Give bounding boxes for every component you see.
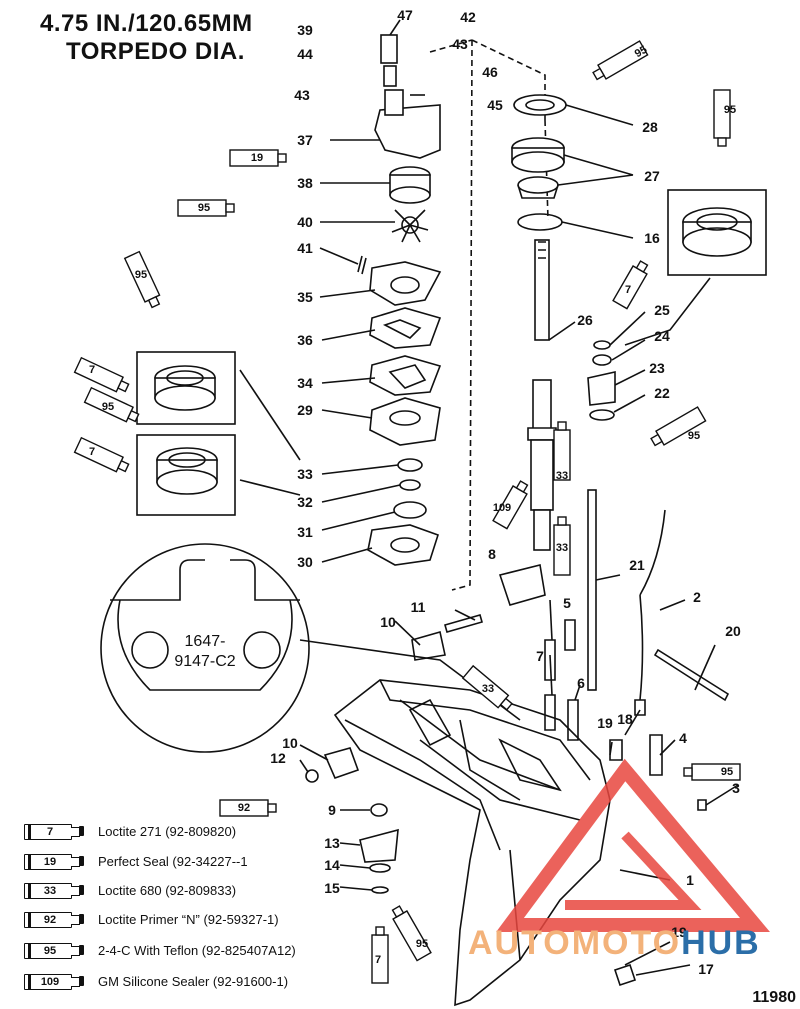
legend-text: Loctite 680 (92-809833) <box>98 882 237 898</box>
tube-label: 33 <box>555 470 569 482</box>
callout-9: 9 <box>328 802 336 818</box>
tube-label: 7 <box>88 364 96 376</box>
callout-7: 7 <box>536 648 544 664</box>
callout-40: 40 <box>297 214 313 230</box>
tube-label: 95 <box>197 202 211 214</box>
callout-13: 13 <box>324 835 340 851</box>
tube-label: 95 <box>687 430 701 442</box>
callout-10-lower: 10 <box>282 735 298 751</box>
callout-8: 8 <box>488 546 496 562</box>
sealant-tube-icon: 7 <box>24 822 86 840</box>
callout-44: 44 <box>297 46 313 62</box>
callout-46: 46 <box>482 64 498 80</box>
callout-25: 25 <box>654 302 670 318</box>
callout-21: 21 <box>629 557 645 573</box>
sealant-tube-icon: 95 <box>24 941 86 959</box>
callout-12: 12 <box>270 750 286 766</box>
tube-label: 7 <box>88 446 96 458</box>
callout-43-left: 43 <box>294 87 310 103</box>
callout-5: 5 <box>563 595 571 611</box>
inset-line-2: 9147-C2 <box>174 653 236 670</box>
tube-label: 109 <box>492 502 512 514</box>
legend-text: 2-4-C With Teflon (92-825407A12) <box>98 942 296 958</box>
inset-part-number: 1647- 9147-C2 <box>155 632 255 672</box>
watermark-part-1: AUTOMOTO <box>468 924 682 962</box>
tube-label: 95 <box>134 269 148 281</box>
callout-19-upper: 19 <box>597 715 613 731</box>
callout-22: 22 <box>654 385 670 401</box>
callout-17: 17 <box>698 961 714 977</box>
callout-24: 24 <box>654 328 670 344</box>
callout-3: 3 <box>732 780 740 796</box>
callout-10-top: 10 <box>380 614 396 630</box>
callout-35: 35 <box>297 289 313 305</box>
callout-1: 1 <box>686 872 694 888</box>
tube-label: 19 <box>250 152 264 164</box>
callout-43-top: 43 <box>452 36 468 52</box>
callout-38: 38 <box>297 175 313 191</box>
callout-34: 34 <box>297 375 313 391</box>
tube-label: 33 <box>555 542 569 554</box>
tube-label: 7 <box>374 954 382 966</box>
callout-11: 11 <box>410 599 426 615</box>
sealant-tube-icon: 109 <box>24 972 86 990</box>
callout-19-lower: 19 <box>671 924 687 940</box>
callout-15: 15 <box>324 880 340 896</box>
header-line-2: TORPEDO DIA. <box>66 38 245 65</box>
watermark-logo: AUTOMOTOHUB <box>468 924 761 963</box>
callout-27: 27 <box>644 168 660 184</box>
callout-2: 2 <box>693 589 701 605</box>
callout-39: 39 <box>297 22 313 38</box>
sealant-tube-icon: 33 <box>24 881 86 899</box>
sealant-tube-icon: 19 <box>24 852 86 870</box>
tube-label: 7 <box>624 284 632 296</box>
callout-28: 28 <box>642 119 658 135</box>
watermark-part-2: HUB <box>681 924 761 962</box>
tube-label: 92 <box>237 802 251 814</box>
callout-37: 37 <box>297 132 313 148</box>
legend-row: 92 Loctite Primer “N” (92-59327-1) <box>24 908 279 930</box>
legend-row: 109 GM Silicone Sealer (92-91600-1) <box>24 970 288 992</box>
header-line-1: 4.75 IN./120.65MM <box>40 10 253 37</box>
legend-text: Loctite 271 (92-809820) <box>98 823 237 839</box>
callout-32: 32 <box>297 494 313 510</box>
callout-16: 16 <box>644 230 660 246</box>
tube-label: 33 <box>481 683 495 695</box>
tube-label: 95 <box>723 104 737 116</box>
callout-33: 33 <box>297 466 313 482</box>
legend-row: 19 Perfect Seal (92-34227--1 <box>24 850 248 872</box>
callout-18: 18 <box>617 711 633 727</box>
legend-row: 95 2-4-C With Teflon (92-825407A12) <box>24 939 296 961</box>
callout-41: 41 <box>297 240 313 256</box>
legend-row: 33 Loctite 680 (92-809833) <box>24 879 236 901</box>
legend-text: GM Silicone Sealer (92-91600-1) <box>98 973 289 989</box>
tube-label: 95 <box>415 938 429 950</box>
callout-29: 29 <box>297 402 313 418</box>
callout-6: 6 <box>577 675 585 691</box>
inset-line-1: 1647- <box>184 633 226 650</box>
tube-label: 95 <box>101 401 115 413</box>
legend-text: Loctite Primer “N” (92-59327-1) <box>98 911 279 927</box>
callout-42: 42 <box>460 9 476 25</box>
callout-47: 47 <box>397 7 413 23</box>
sealant-tube-icon: 92 <box>24 910 86 928</box>
callout-14: 14 <box>324 857 340 873</box>
callout-36: 36 <box>297 332 313 348</box>
callout-20: 20 <box>725 623 741 639</box>
legend-text: Perfect Seal (92-34227--1 <box>98 853 248 869</box>
callout-31: 31 <box>297 524 313 540</box>
callout-30: 30 <box>297 554 313 570</box>
tube-label: 95 <box>720 766 734 778</box>
callout-23: 23 <box>649 360 665 376</box>
callout-45: 45 <box>487 97 503 113</box>
callout-4: 4 <box>679 730 687 746</box>
document-number: 11980 <box>752 989 796 1006</box>
callout-26: 26 <box>577 312 593 328</box>
legend-row: 7 Loctite 271 (92-809820) <box>24 820 236 842</box>
